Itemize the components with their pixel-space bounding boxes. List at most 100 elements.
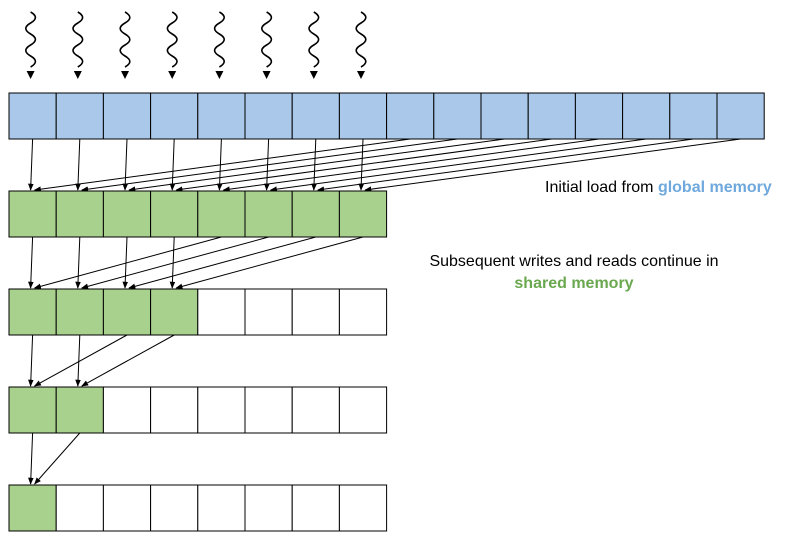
empty-cell [55,484,104,532]
filled-cell [291,190,340,238]
wavy-arrow-icon [25,11,37,79]
diagonal-arrow [33,138,411,192]
filled-cell [150,190,199,238]
vertical-arrow [264,138,270,191]
vertical-arrow [122,236,129,289]
filled-cell [150,92,199,140]
shared-memory-caption: Subsequent writes and reads continue in … [408,251,740,295]
filled-cell [291,92,340,140]
filled-cell [8,288,57,336]
filled-cell [244,92,293,140]
filled-cell [8,484,57,532]
wavy-arrow-icon [261,11,273,79]
empty-cell [338,288,388,336]
empty-cell [291,386,340,434]
wavy-arrow-icon [355,11,367,79]
wavy-arrow-icon [213,11,225,79]
diagonal-arrow [33,334,128,387]
wavy-arrow-icon [308,11,320,79]
threads-layer [25,11,367,79]
diagonal-arrow [269,138,647,192]
empty-cell [150,386,199,434]
diagonal-arrow [81,138,458,192]
diagonal-arrow [175,236,364,290]
diagonal-arrow [317,138,694,192]
global-memory-caption: Initial load from global memory [545,179,772,197]
shared-memory-step-2-row [8,288,388,336]
empty-cell [291,288,340,336]
empty-cell [102,484,152,532]
filled-cell [197,92,246,140]
filled-cell [102,288,152,336]
vertical-arrow [75,236,81,289]
empty-cell [244,484,293,532]
diagonal-arrow [222,138,600,192]
diagonal-arrow [364,138,741,192]
filled-cell [150,288,199,336]
diagonal-arrow [34,432,81,485]
empty-cell [338,386,388,434]
vertical-arrow [28,432,34,485]
empty-cell [197,288,246,336]
diagonal-arrow [81,236,269,290]
empty-cell [338,484,388,532]
vertical-arrow [358,138,365,191]
filled-cell [8,92,57,140]
filled-cell [527,92,576,140]
diagonal-arrow [81,334,175,387]
filled-cell [716,92,765,140]
vertical-arrow [122,138,129,191]
filled-cell [55,190,104,238]
diagonal-arrow [33,236,222,290]
vertical-arrow [75,334,81,387]
vertical-arrow [169,236,176,289]
shared-memory-step-4-row [8,484,388,532]
wavy-arrow-icon [119,11,131,79]
empty-cell [197,484,246,532]
vertical-arrow [28,236,34,289]
diagonal-arrow [175,138,552,192]
filled-cell [8,190,57,238]
filled-cell [386,92,435,140]
filled-cell [338,92,388,140]
filled-cell [480,92,529,140]
empty-cell [197,386,246,434]
shared-memory-step-3-row [8,386,388,434]
filled-cell [102,92,152,140]
global-caption-prefix: Initial load from [545,179,658,196]
filled-cell [669,92,718,140]
vertical-arrow [169,138,176,191]
filled-cell [8,386,57,434]
shared-memory-label: shared memory [514,275,634,292]
shared-memory-step-1-row [8,190,388,238]
empty-cell [150,484,199,532]
filled-cell [102,190,152,238]
filled-cell [55,386,104,434]
shared-caption-line: Subsequent writes and reads continue in [429,253,719,270]
filled-cell [244,190,293,238]
arrows-layer [28,138,741,485]
vertical-arrow [216,138,223,191]
filled-cell [55,92,104,140]
wavy-arrow-icon [166,11,178,79]
filled-cell [55,288,104,336]
filled-cell [197,190,246,238]
empty-cell [244,386,293,434]
vertical-arrow [28,138,34,191]
diagonal-arrow [128,138,505,192]
filled-cell [622,92,671,140]
global-memory-label: global memory [657,179,772,196]
empty-cell [291,484,340,532]
global-memory-row [8,92,765,140]
diagonal-arrow [128,236,316,290]
wavy-arrow-icon [72,11,84,79]
filled-cell [433,92,482,140]
filled-cell [574,92,624,140]
filled-cell [338,190,388,238]
cells-layer [8,92,765,532]
vertical-arrow [28,334,34,387]
vertical-arrow [311,138,317,191]
empty-cell [102,386,152,434]
empty-cell [244,288,293,336]
